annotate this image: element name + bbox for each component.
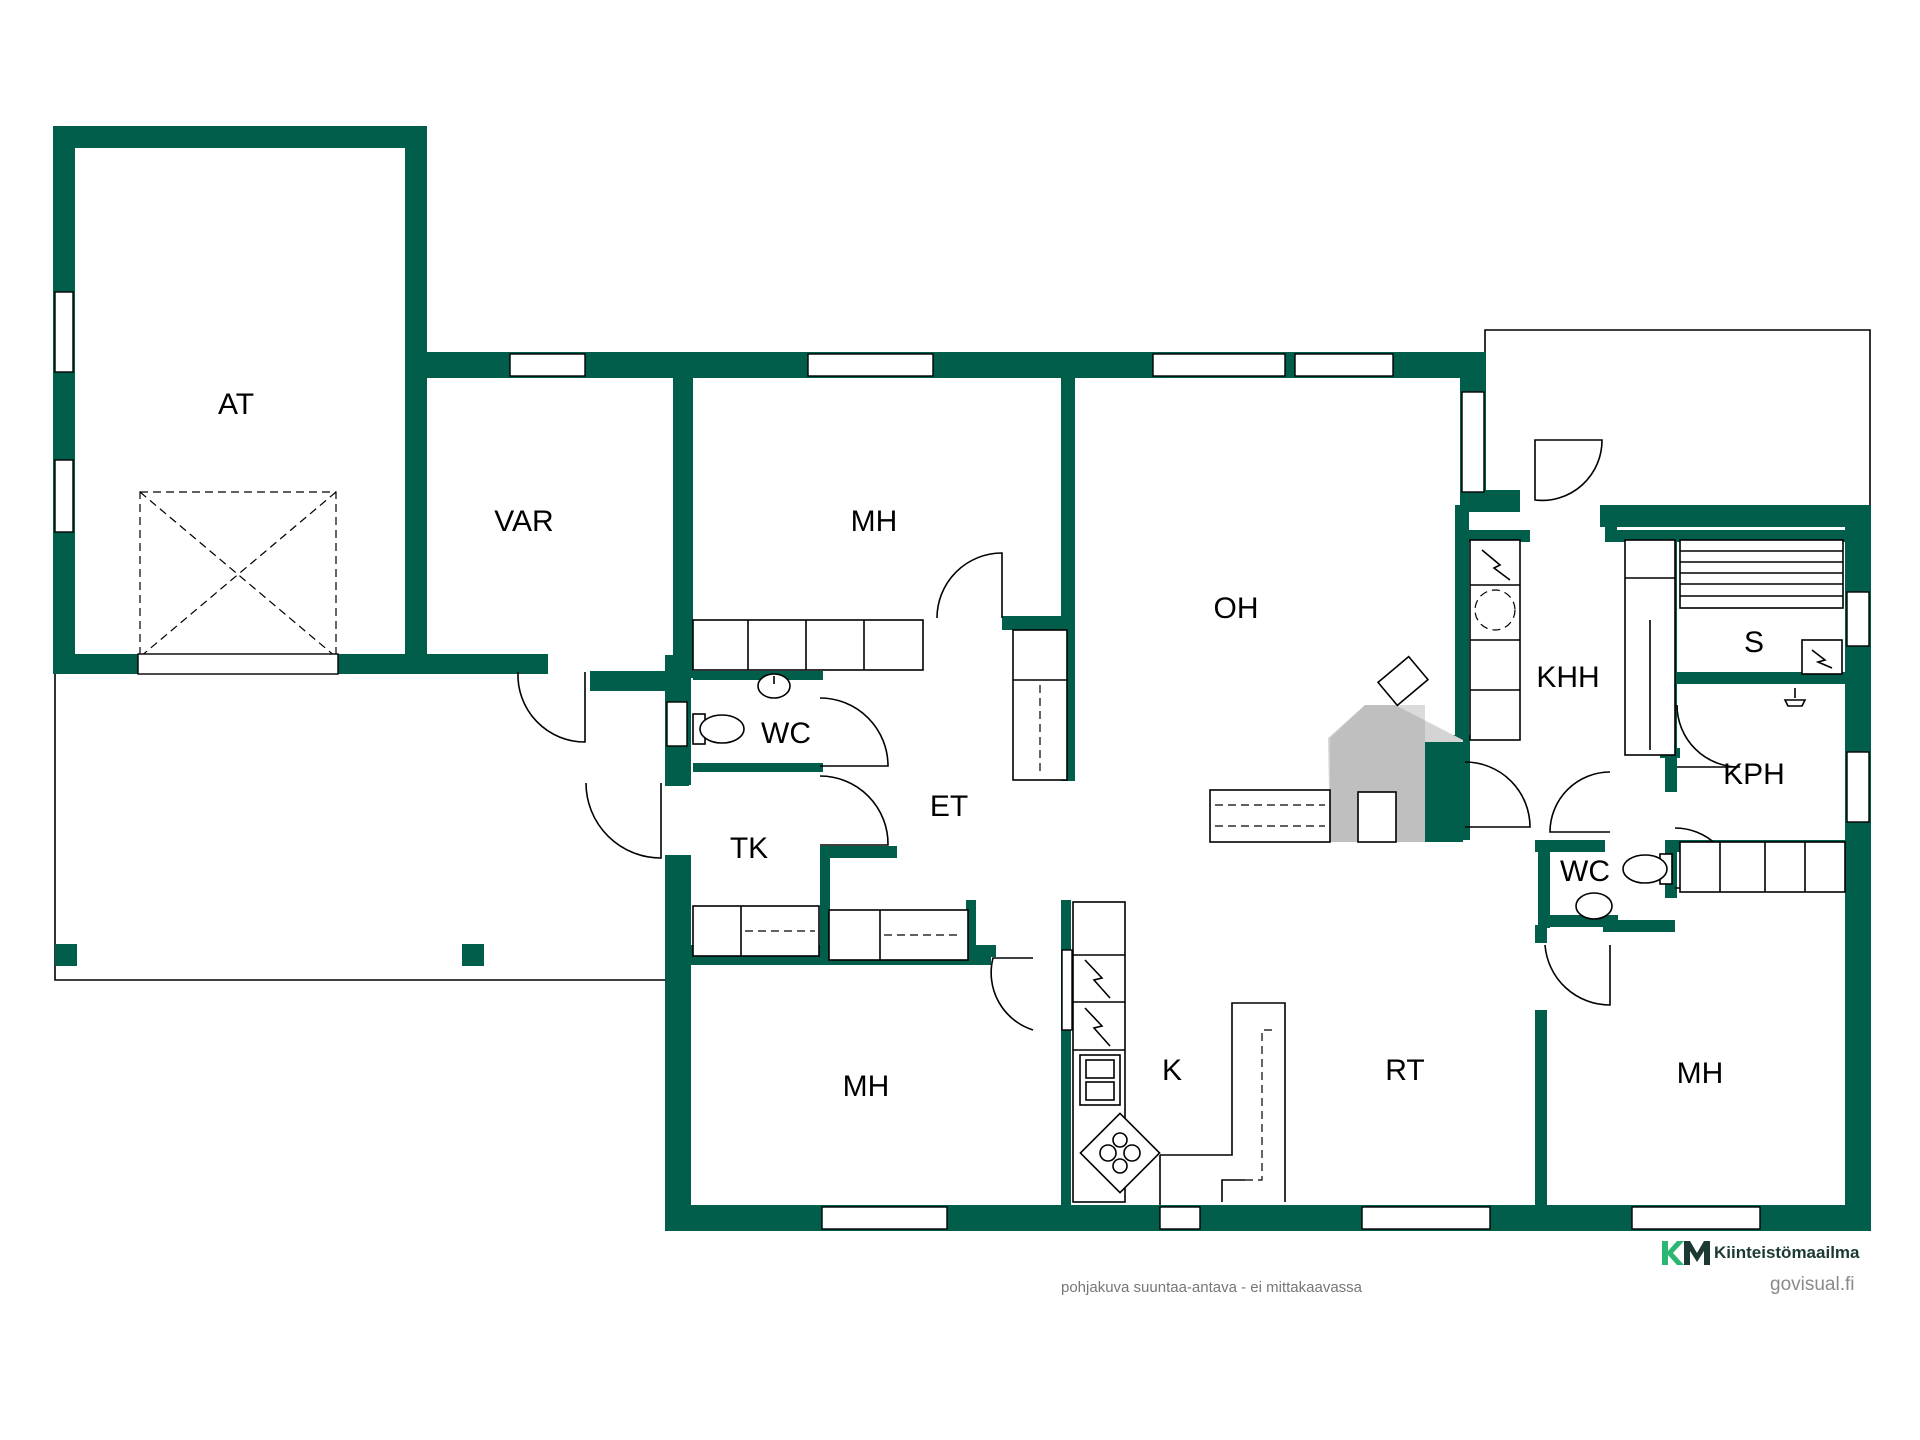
room-label-var: VAR bbox=[494, 505, 553, 538]
toilet-icon bbox=[692, 713, 745, 745]
terrace-outline bbox=[1484, 329, 1871, 505]
door-swing-icon bbox=[990, 957, 1034, 1031]
garage-walls bbox=[53, 126, 548, 674]
room-label-mh-bottom-right: MH bbox=[1677, 1057, 1724, 1090]
room-label-k: K bbox=[1162, 1054, 1182, 1087]
window-icon bbox=[1846, 591, 1870, 647]
room-labels: AT VAR MH OH WC ET TK KHH S KPH WC MH K … bbox=[218, 388, 1785, 1103]
window-icon bbox=[1631, 1206, 1761, 1230]
door-swing-icon bbox=[1534, 439, 1603, 502]
room-label-kph: KPH bbox=[1723, 758, 1785, 791]
room-label-rt: RT bbox=[1385, 1054, 1424, 1087]
shower-icon bbox=[1783, 688, 1807, 707]
room-label-et: ET bbox=[930, 790, 968, 823]
brand-name: Kiinteistömaailma bbox=[1714, 1243, 1860, 1262]
sink-icon bbox=[1575, 892, 1613, 920]
house-outer-walls bbox=[405, 352, 1871, 1231]
garage-door-marking bbox=[137, 491, 339, 675]
room-label-s: S bbox=[1744, 626, 1764, 659]
room-label-oh: OH bbox=[1214, 592, 1259, 625]
door-swing-icon bbox=[936, 552, 1003, 619]
electric-heater-icon bbox=[1481, 549, 1511, 581]
fireplace-icon bbox=[1328, 655, 1463, 843]
window-icon bbox=[509, 353, 586, 377]
room-label-at: AT bbox=[218, 388, 254, 421]
window-icon bbox=[821, 1206, 948, 1230]
window-icon bbox=[1159, 1206, 1201, 1230]
sauna-stove-icon bbox=[1801, 639, 1843, 675]
door-swing-icon bbox=[819, 775, 889, 846]
room-label-khh: KHH bbox=[1536, 661, 1599, 694]
carport-outline bbox=[54, 672, 665, 981]
room-label-mh-bottom-left: MH bbox=[843, 1070, 890, 1103]
room-label-wc-left: WC bbox=[761, 717, 811, 750]
site-link[interactable]: govisual.fi bbox=[1770, 1274, 1855, 1295]
sink-icon bbox=[757, 673, 791, 699]
window-icon bbox=[1294, 353, 1394, 377]
toilet-icon bbox=[1622, 853, 1673, 885]
sauna-bench bbox=[1679, 539, 1844, 609]
window-icon bbox=[1361, 1206, 1491, 1230]
door-swing-icon bbox=[1544, 944, 1611, 1006]
window-icon bbox=[1461, 391, 1485, 493]
electric-heater-icon bbox=[1084, 959, 1111, 1047]
window-icon bbox=[666, 701, 688, 747]
window-icon bbox=[1061, 949, 1073, 1031]
room-label-wc-right: WC bbox=[1560, 855, 1610, 888]
door-swing-icon bbox=[819, 697, 889, 767]
window-icon bbox=[54, 291, 74, 373]
plan-disclaimer: pohjakuva suuntaa-antava - ei mittakaava… bbox=[1061, 1279, 1363, 1296]
door-swing-icon bbox=[1464, 761, 1531, 828]
room-label-mh-top: MH bbox=[851, 505, 898, 538]
windows bbox=[54, 291, 1870, 1230]
door-swing-icon bbox=[517, 671, 586, 743]
window-icon bbox=[807, 353, 934, 377]
fixtures bbox=[692, 539, 1846, 1205]
brand-block: Kiinteistömaailma bbox=[1660, 1238, 1860, 1268]
window-icon bbox=[1152, 353, 1286, 377]
window-icon bbox=[1846, 751, 1870, 823]
door-swing-icon bbox=[585, 782, 662, 859]
stove-icon bbox=[1079, 1112, 1161, 1194]
window-icon bbox=[54, 459, 74, 533]
sink-icon bbox=[1079, 1054, 1121, 1106]
room-label-tk: TK bbox=[730, 832, 768, 865]
door-swing-icon bbox=[1549, 771, 1611, 833]
km-logo-icon bbox=[1662, 1241, 1710, 1265]
door-swing-icon bbox=[1676, 704, 1741, 768]
